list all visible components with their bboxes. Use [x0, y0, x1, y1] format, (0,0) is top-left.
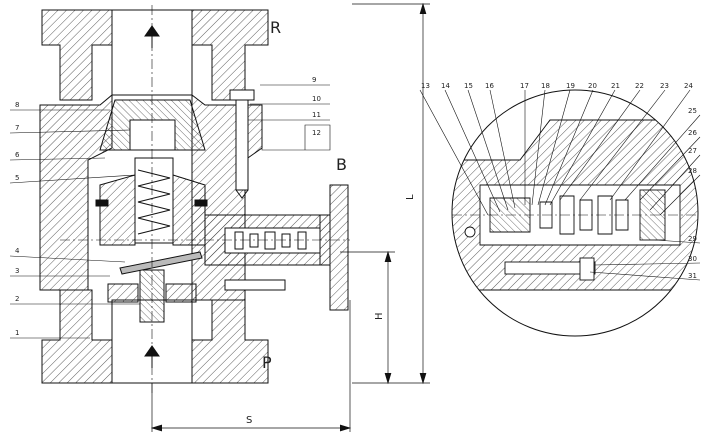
callout-17: 17 — [520, 82, 529, 90]
callout-19: 19 — [566, 82, 575, 90]
callout-2: 2 — [15, 295, 19, 303]
callout-29: 29 — [688, 235, 697, 243]
port-label-outlet: R — [270, 18, 281, 37]
lever — [119, 251, 203, 275]
top-bolt — [235, 89, 249, 191]
side-bolt — [224, 279, 286, 291]
callout-3: 3 — [15, 267, 19, 275]
callout-9: 9 — [312, 76, 316, 84]
dim-label-width: S — [246, 415, 252, 426]
callout-23: 23 — [660, 82, 669, 90]
callout-10: 10 — [312, 95, 321, 103]
port-label-inlet: P — [262, 353, 272, 372]
callout-27: 27 — [688, 147, 697, 155]
callout-24: 24 — [684, 82, 693, 90]
callout-18: 18 — [541, 82, 550, 90]
branch-flange — [319, 184, 349, 311]
left-callouts — [9, 84, 331, 339]
callout-16: 16 — [485, 82, 494, 90]
port-label-branch: B — [336, 155, 347, 174]
callout-11: 11 — [312, 111, 321, 119]
callout-6: 6 — [15, 151, 20, 159]
callout-31: 31 — [688, 272, 697, 280]
dimension-lines — [150, 2, 430, 432]
callout-8: 8 — [15, 101, 19, 109]
callout-15: 15 — [464, 82, 473, 90]
callout-4: 4 — [15, 247, 20, 255]
callout-14: 14 — [441, 82, 450, 90]
detail-view — [451, 89, 699, 337]
detail-callouts — [419, 89, 701, 281]
spring — [137, 169, 171, 235]
callout-26: 26 — [688, 129, 697, 137]
outlet-flange — [41, 9, 113, 101]
valve-section-view — [39, 5, 350, 395]
callout-12: 12 — [312, 129, 321, 137]
valve-body-left — [39, 93, 113, 291]
callout-1: 1 — [15, 329, 19, 337]
callout-20: 20 — [588, 82, 597, 90]
dim-label-height: H — [374, 312, 385, 320]
callout-5: 5 — [15, 174, 19, 182]
callout-7: 7 — [15, 124, 19, 132]
callout-22: 22 — [635, 82, 644, 90]
callout-13: 13 — [421, 82, 430, 90]
callout-28: 28 — [688, 167, 697, 175]
callout-25: 25 — [688, 107, 697, 115]
dim-label-length: L — [405, 194, 416, 200]
callout-21: 21 — [611, 82, 620, 90]
callout-30: 30 — [688, 255, 697, 263]
